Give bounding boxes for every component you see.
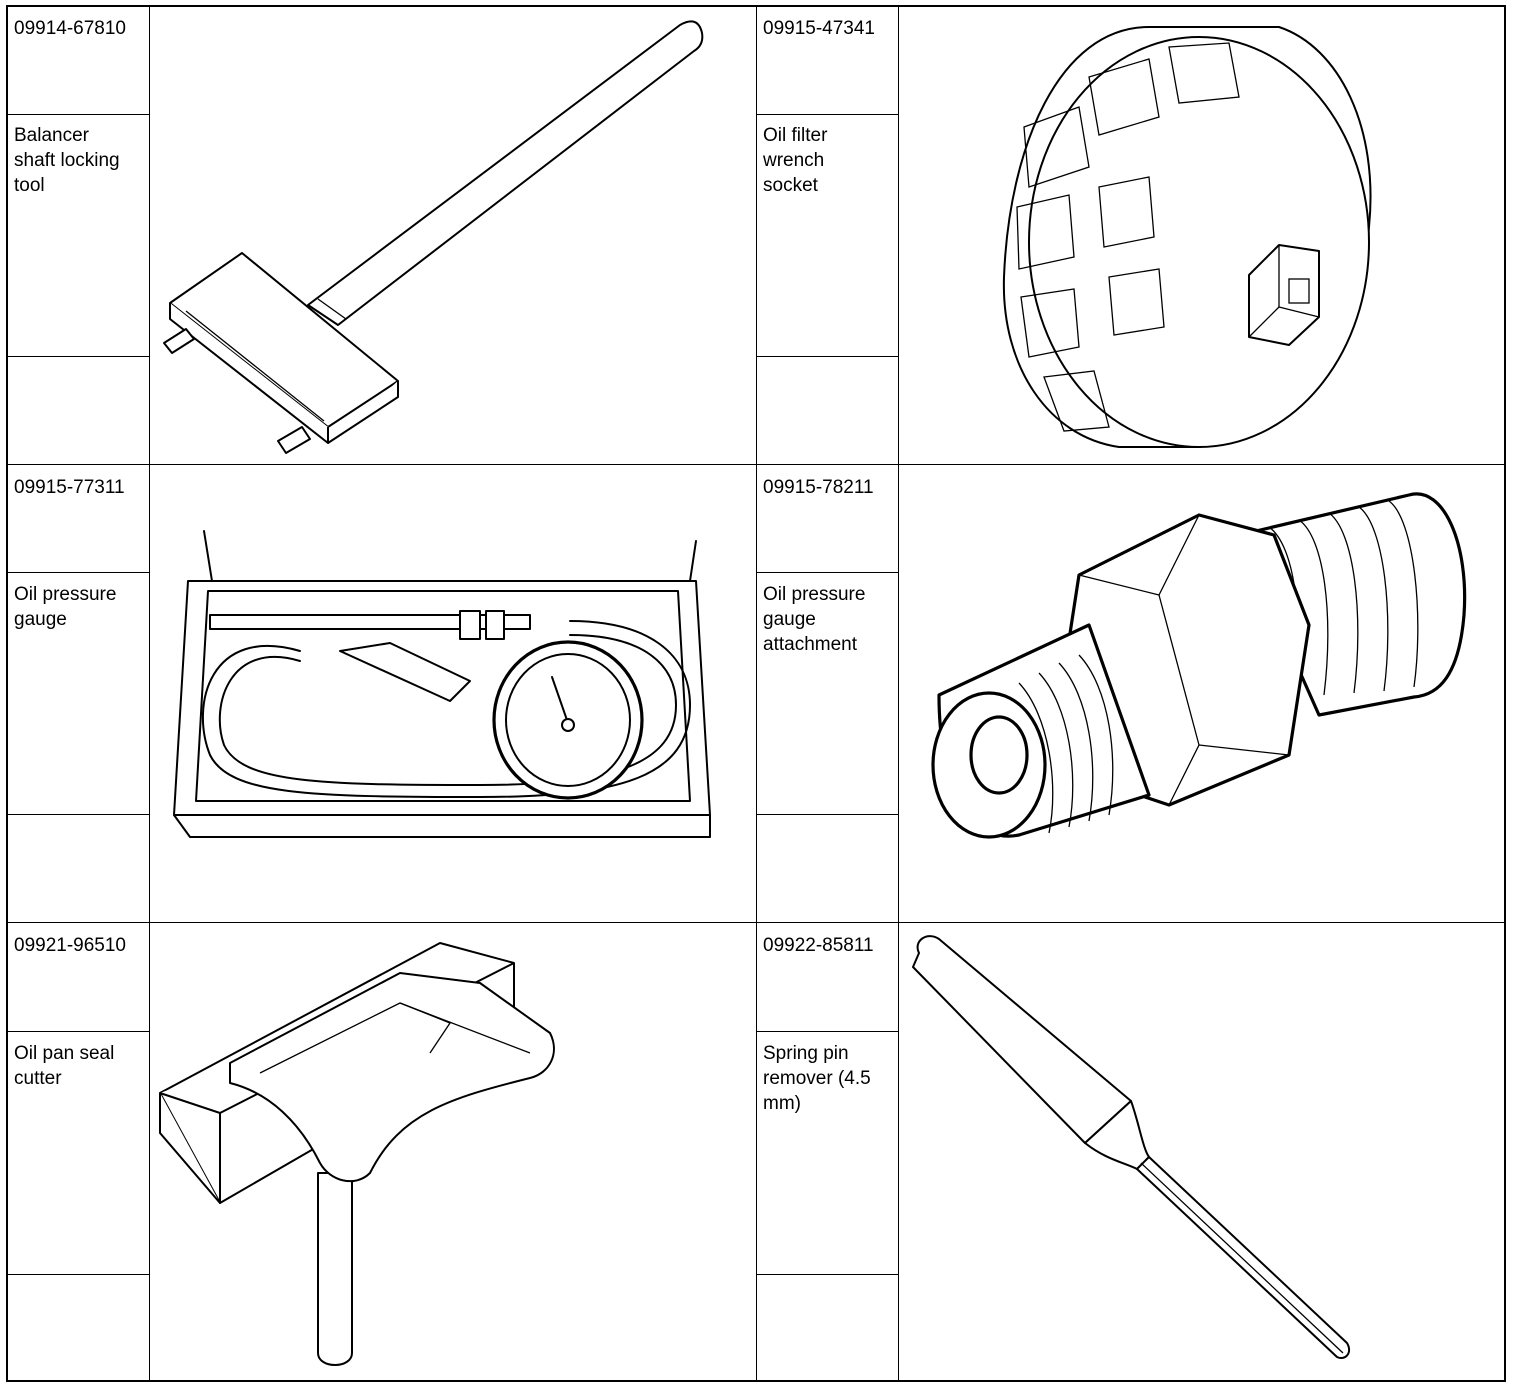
sub-divider: [8, 1274, 150, 1275]
part-number: 09915-78211: [763, 477, 874, 498]
tool-description: Spring pin remover (4.5 mm): [763, 1043, 871, 1114]
oil-filter-wrench-socket-icon: [899, 7, 1506, 464]
part-number: 09915-77311: [14, 477, 125, 498]
part-number: 09921-96510: [14, 935, 126, 956]
tool-description: Balancer shaft locking tool: [14, 125, 120, 196]
balancer-shaft-locking-tool-icon: [150, 7, 756, 464]
sub-divider: [8, 814, 150, 815]
spring-pin-remover-icon: [899, 923, 1506, 1382]
oil-pressure-gauge-icon: [150, 465, 756, 922]
sub-divider: [756, 1031, 899, 1032]
sub-divider: [8, 114, 150, 115]
row-divider: [8, 464, 1504, 465]
tool-description: Oil pressure gauge: [14, 584, 117, 630]
tool-description: Oil filter wrench socket: [763, 125, 828, 196]
part-number: 09914-67810: [14, 18, 126, 39]
sub-divider: [8, 572, 150, 573]
part-number: 09915-47341: [763, 18, 875, 39]
tool-description: Oil pressure gauge attachment: [763, 584, 866, 655]
sub-divider: [756, 114, 899, 115]
column-divider: [898, 7, 899, 1380]
special-tools-table: 09914-67810 Balancer shaft locking tool …: [6, 5, 1506, 1382]
sub-divider: [756, 572, 899, 573]
sub-divider: [756, 356, 899, 357]
sub-divider: [8, 1031, 150, 1032]
row-divider: [8, 922, 1504, 923]
sub-divider: [8, 356, 150, 357]
oil-pan-seal-cutter-icon: [150, 923, 756, 1382]
oil-pressure-gauge-attachment-icon: [899, 465, 1506, 922]
sub-divider: [756, 1274, 899, 1275]
column-divider: [149, 7, 150, 1380]
part-number: 09922-85811: [763, 935, 874, 956]
tool-description: Oil pan seal cutter: [14, 1043, 115, 1089]
sub-divider: [756, 814, 899, 815]
column-divider: [756, 7, 757, 1380]
